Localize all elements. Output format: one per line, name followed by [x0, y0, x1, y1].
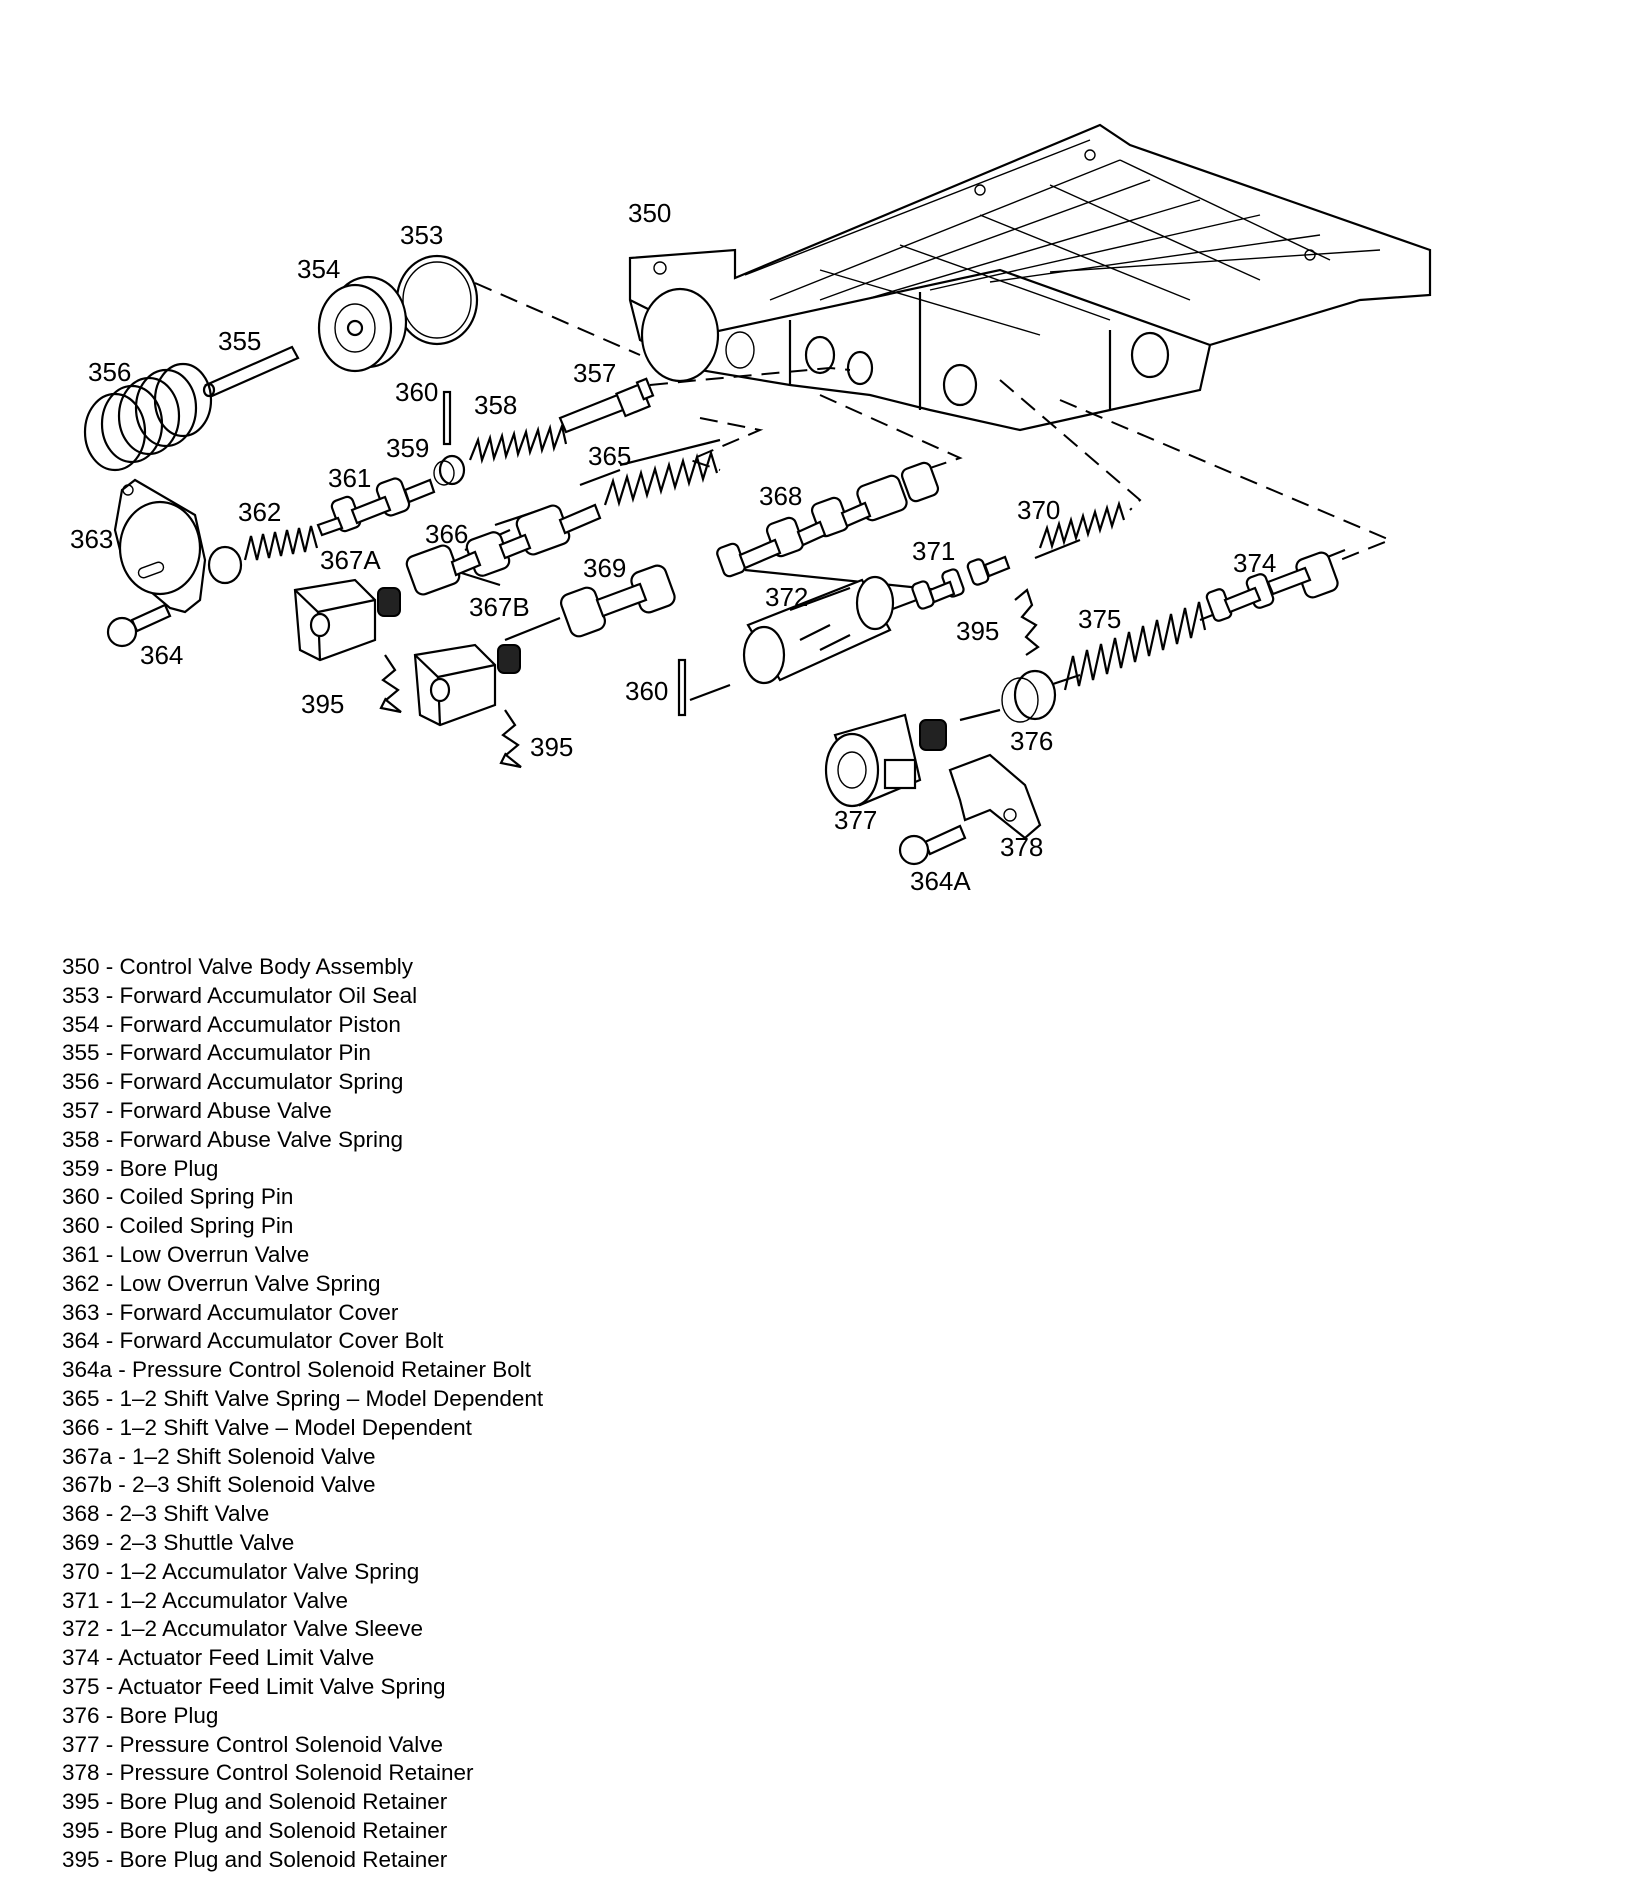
low-overrun-valve-spring — [243, 525, 319, 561]
legend-item: 358 - Forward Abuse Valve Spring — [62, 1126, 404, 1152]
shift-solenoid-367b — [413, 643, 521, 727]
callout-378: 378 — [1000, 832, 1043, 862]
legend-item: 370 - 1–2 Accumulator Valve Spring — [62, 1558, 420, 1584]
legend-item: 372 - 1–2 Accumulator Valve Sleeve — [62, 1616, 424, 1642]
legend-item: 353 - Forward Accumulator Oil Seal — [62, 982, 418, 1008]
callout-359: 359 — [386, 433, 429, 463]
callout-370: 370 — [1017, 495, 1060, 525]
legend-item: 355 - Forward Accumulator Pin — [62, 1040, 371, 1066]
callout-376: 376 — [1010, 726, 1053, 756]
forward-accumulator-cover-bolt — [106, 603, 172, 648]
callout-350: 350 — [628, 198, 671, 228]
accumulator-valve-spring-370 — [1038, 500, 1126, 550]
callout-363: 363 — [70, 524, 113, 554]
legend-item: 357 - Forward Abuse Valve — [62, 1097, 332, 1123]
actuator-feed-limit-valve-spring — [1063, 601, 1207, 691]
legend-item: 364a - Pressure Control Solenoid Retaine… — [62, 1357, 532, 1383]
shift-valve-spring-365 — [603, 449, 719, 507]
callout-365: 365 — [588, 441, 631, 471]
callout-372: 372 — [765, 582, 808, 612]
coiled-spring-pin-2 — [677, 658, 687, 717]
callout-364: 364 — [140, 640, 183, 670]
legend-item: 367a - 1–2 Shift Solenoid Valve — [62, 1443, 376, 1469]
callout-377: 377 — [834, 805, 877, 835]
callout-374: 374 — [1233, 548, 1276, 578]
callout-354: 354 — [297, 254, 340, 284]
legend-item: 361 - Low Overrun Valve — [62, 1241, 310, 1267]
callout-362: 362 — [238, 497, 281, 527]
actuator-feed-limit-valve — [1205, 551, 1339, 622]
legend-item: 354 - Forward Accumulator Piston — [62, 1011, 401, 1037]
legend-item: 374 - Actuator Feed Limit Valve — [62, 1645, 375, 1671]
callout-360-b: 360 — [625, 676, 668, 706]
legend-item: 362 - Low Overrun Valve Spring — [62, 1270, 381, 1296]
legend-item: 371 - 1–2 Accumulator Valve — [62, 1587, 348, 1613]
callout-368: 368 — [759, 481, 802, 511]
callout-395-b: 395 — [530, 732, 573, 762]
callout-356: 356 — [88, 357, 131, 387]
shift-valve-368 — [716, 461, 940, 578]
legend-item: 395 - Bore Plug and Solenoid Retainer — [62, 1846, 448, 1872]
low-overrun-valve — [316, 477, 436, 537]
legend-item: 395 - Bore Plug and Solenoid Retainer — [62, 1817, 448, 1843]
bore-plug-solenoid-retainer-c — [1014, 588, 1040, 656]
forward-accumulator-spring — [83, 362, 213, 472]
legend-item: 395 - Bore Plug and Solenoid Retainer — [62, 1789, 448, 1815]
callout-366: 366 — [425, 519, 468, 549]
callout-358: 358 — [474, 390, 517, 420]
legend-item: 363 - Forward Accumulator Cover — [62, 1299, 399, 1325]
accumulator-valve-371 — [911, 555, 1011, 610]
shift-valve-366 — [405, 503, 602, 596]
pressure-control-solenoid-retainer — [948, 753, 1042, 840]
legend-item: 359 - Bore Plug — [62, 1155, 219, 1181]
pressure-control-solenoid — [824, 713, 947, 808]
bore-plug-solenoid-retainer-a — [379, 654, 402, 714]
forward-abuse-valve-spring — [468, 422, 568, 465]
legend-item: 365 - 1–2 Shift Valve Spring – Model Dep… — [62, 1385, 544, 1411]
legend-item: 378 - Pressure Control Solenoid Retainer — [62, 1760, 474, 1786]
coiled-spring-pin — [442, 390, 452, 446]
callout-361: 361 — [328, 463, 371, 493]
callout-371: 371 — [912, 536, 955, 566]
callout-353: 353 — [400, 220, 443, 250]
bore-plug-359 — [433, 454, 466, 486]
callout-355: 355 — [218, 326, 261, 356]
callout-369: 369 — [583, 553, 626, 583]
bore-plug-376 — [1001, 669, 1057, 723]
callout-395-c: 395 — [956, 616, 999, 646]
exploded-view-diagram: 350 353 354 355 356 357 358 360 359 365 … — [70, 123, 1432, 896]
legend-item: 377 - Pressure Control Solenoid Valve — [62, 1731, 444, 1757]
bore-plug-solenoid-retainer-b — [499, 709, 522, 769]
forward-accumulator-cover — [113, 478, 243, 614]
legend-item: 376 - Bore Plug — [62, 1702, 219, 1728]
accumulator-valve-sleeve — [742, 575, 895, 685]
legend-item: 367b - 2–3 Shift Solenoid Valve — [62, 1472, 376, 1498]
pressure-control-solenoid-retainer-bolt — [898, 824, 967, 866]
callout-364a: 364A — [910, 866, 971, 896]
legend-item: 375 - Actuator Feed Limit Valve Spring — [62, 1673, 446, 1699]
legend-item: 360 - Coiled Spring Pin — [62, 1184, 294, 1210]
control-valve-body — [628, 123, 1432, 432]
legend-item: 366 - 1–2 Shift Valve – Model Dependent — [62, 1414, 472, 1440]
callout-395-a: 395 — [301, 689, 344, 719]
callout-360-a: 360 — [395, 377, 438, 407]
forward-accumulator-oil-seal — [395, 254, 479, 346]
shuttle-valve-369 — [559, 564, 676, 638]
legend-item: 368 - 2–3 Shift Valve — [62, 1501, 270, 1527]
callout-367a: 367A — [320, 545, 381, 575]
callout-367b: 367B — [469, 592, 530, 622]
legend-item: 360 - Coiled Spring Pin — [62, 1213, 294, 1239]
legend-item: 350 - Control Valve Body Assembly — [62, 954, 414, 979]
legend-item: 356 - Forward Accumulator Spring — [62, 1069, 404, 1095]
legend-item: 364 - Forward Accumulator Cover Bolt — [62, 1328, 444, 1354]
callout-labels: 350 353 354 355 356 357 358 360 359 365 … — [70, 198, 1276, 896]
parts-legend: 350 - Control Valve Body Assembly 353 - … — [62, 953, 543, 1875]
legend-item: 369 - 2–3 Shuttle Valve — [62, 1529, 295, 1555]
forward-abuse-valve — [558, 377, 655, 434]
shift-solenoid-367a — [293, 578, 401, 662]
callout-357: 357 — [573, 358, 616, 388]
callout-375: 375 — [1078, 604, 1121, 634]
forward-accumulator-piston — [317, 275, 408, 373]
